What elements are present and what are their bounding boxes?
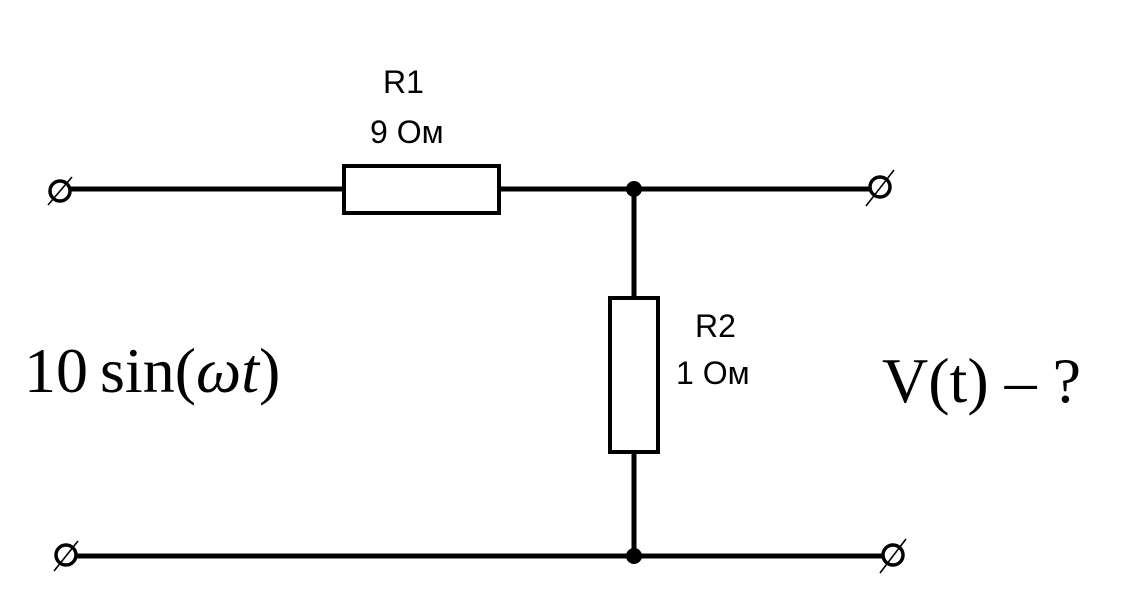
terminal-input-top: [47, 176, 73, 206]
terminal-input-bottom: [53, 540, 79, 572]
terminal-output-bottom: [879, 538, 907, 574]
resistor-r2: [608, 296, 660, 454]
junction-node-top: [626, 181, 642, 197]
source-argument: ωt: [196, 335, 261, 406]
junction-node-bottom: [626, 548, 642, 564]
source-function: sin(: [100, 335, 196, 406]
resistor-r1: [342, 164, 501, 215]
r1-name-label: R1: [383, 64, 424, 100]
r1-value-label: 9 Ом: [370, 114, 444, 150]
r2-value-label: 1 Ом: [676, 355, 750, 391]
source-amplitude: 10: [24, 335, 88, 406]
source-closing-paren: ): [259, 335, 280, 406]
r2-name-label: R2: [695, 308, 736, 344]
output-voltage-label: V(t) – ?: [882, 345, 1081, 416]
terminal-output-top: [865, 169, 895, 207]
